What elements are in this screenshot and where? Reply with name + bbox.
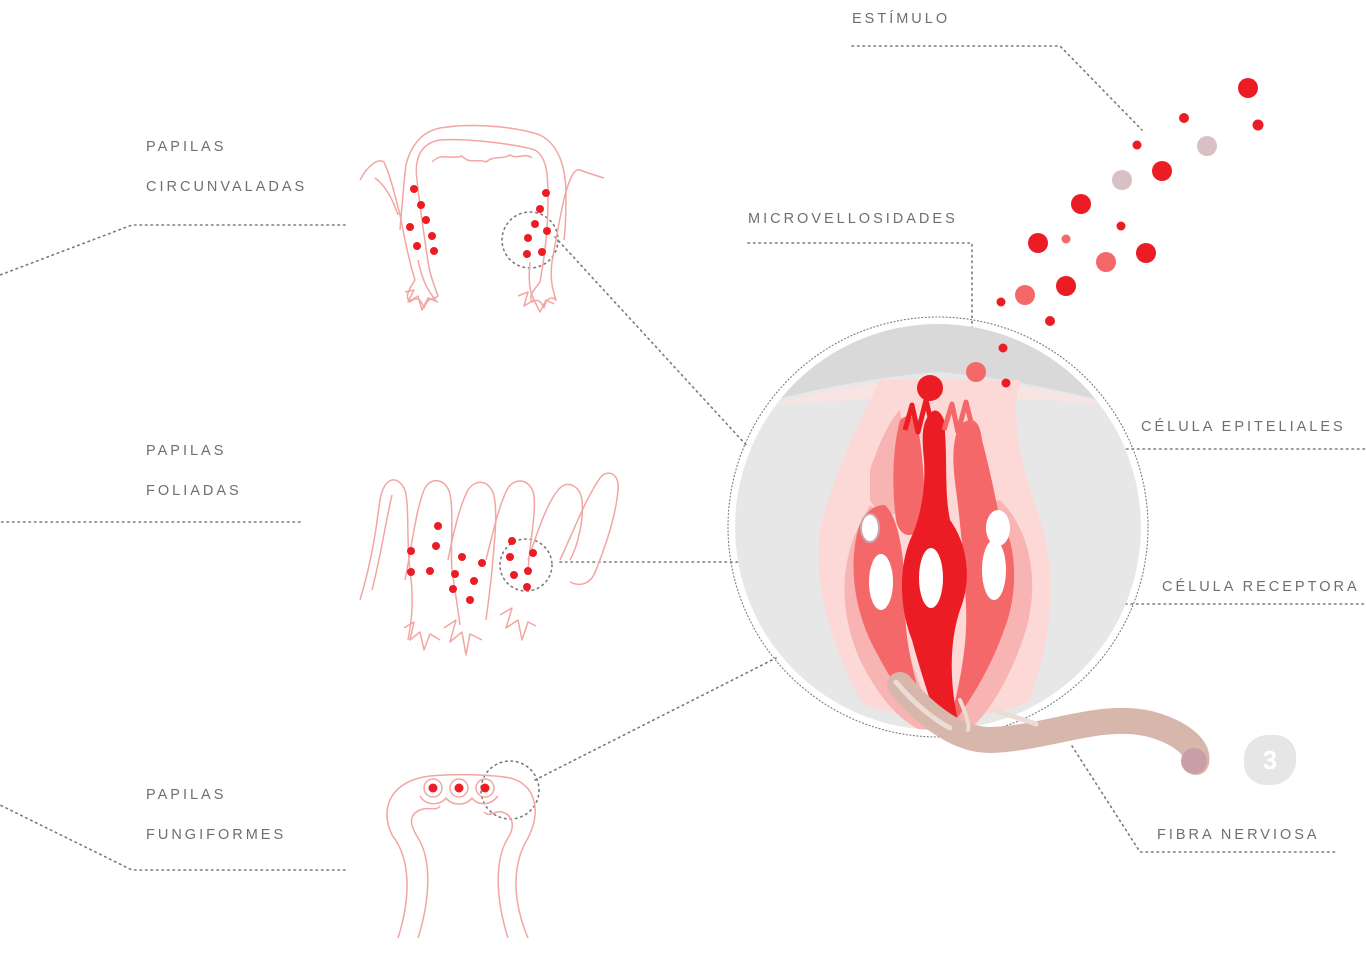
papilla-fungiforme [387, 775, 535, 938]
leader-circunvaladas [0, 225, 345, 275]
label-estimulo: ESTÍMULO [852, 11, 950, 27]
fol-root-2 [444, 620, 482, 655]
fol-root-3 [500, 608, 536, 640]
circ-outline-outer [360, 140, 604, 308]
zoom-line-circunvaladas [555, 237, 748, 447]
fung-inner-right [484, 812, 512, 938]
label-papilas-foliadas-1: PAPILAS [146, 443, 226, 459]
circ-receptor-dots [406, 185, 551, 258]
circ-left-stem [418, 260, 436, 300]
circ-right-root [518, 292, 554, 312]
taste-bud-zoom [735, 320, 1141, 730]
fol-fold-1 [360, 480, 412, 640]
label-fibra-nerviosa: FIBRA NERVIOSA [1157, 827, 1320, 843]
label-papilas-circunvaladas-1: PAPILAS [146, 139, 226, 155]
fol-fold-6 [560, 473, 618, 584]
circ-left-root [405, 290, 438, 310]
step-number-badge: 3 [1244, 735, 1296, 785]
label-microvellosidades: MICROVELLOSIDADES [748, 211, 958, 227]
papilla-foliada [360, 473, 618, 655]
label-papilas-foliadas-2: FOLIADAS [146, 483, 242, 499]
label-papilas-fungiformes-1: PAPILAS [146, 787, 226, 803]
fol-fold-5 [528, 484, 582, 560]
label-celula-epiteliales: CÉLULA EPITELIALES [1141, 419, 1346, 435]
leader-estimulo [852, 46, 1142, 130]
fol-receptor-dots [407, 522, 537, 604]
circ-top-wave [432, 155, 532, 162]
fung-outer [387, 775, 535, 938]
fol-fold-1b [372, 495, 392, 590]
label-celula-receptora: CÉLULA RECEPTORA [1162, 579, 1360, 595]
label-papilas-fungiformes-2: FUNGIFORMES [146, 827, 286, 843]
zoom-circle-fungiformes [481, 761, 539, 819]
zoom-line-fungiformes [535, 658, 776, 780]
papilla-circunvalada [360, 126, 604, 312]
label-papilas-circunvaladas-2: CIRCUNVALADAS [146, 179, 307, 195]
fung-inner-left [412, 806, 441, 938]
